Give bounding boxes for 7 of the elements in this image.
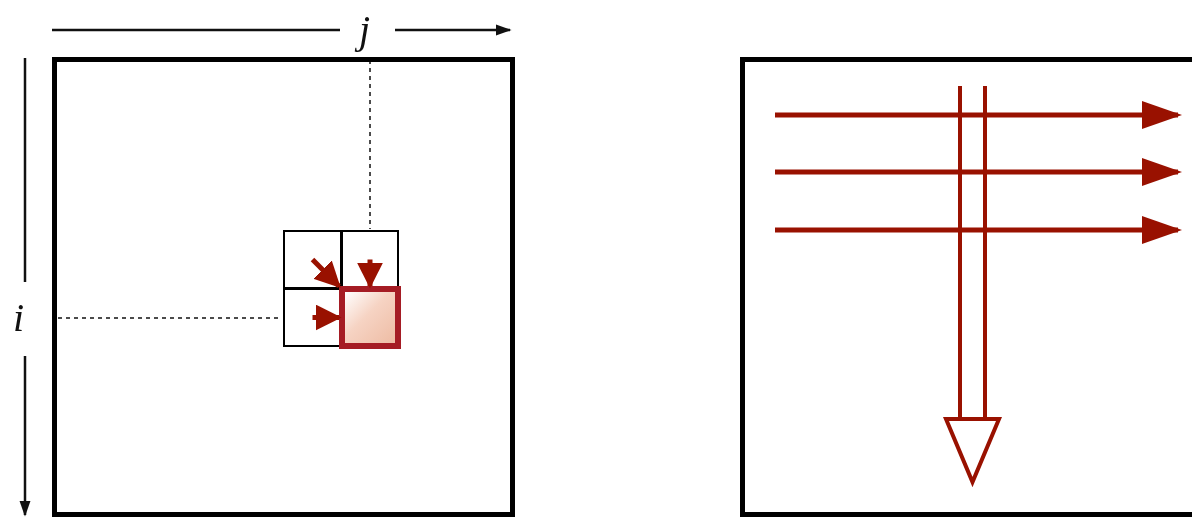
- highlighted-cell: [339, 286, 401, 349]
- matrix-frame: [52, 57, 515, 517]
- arrow: [310, 257, 341, 289]
- arrow: [357, 259, 383, 289]
- axis-label: i: [13, 298, 25, 338]
- matrix-frame: [740, 57, 1192, 517]
- grid-cell: [283, 230, 342, 289]
